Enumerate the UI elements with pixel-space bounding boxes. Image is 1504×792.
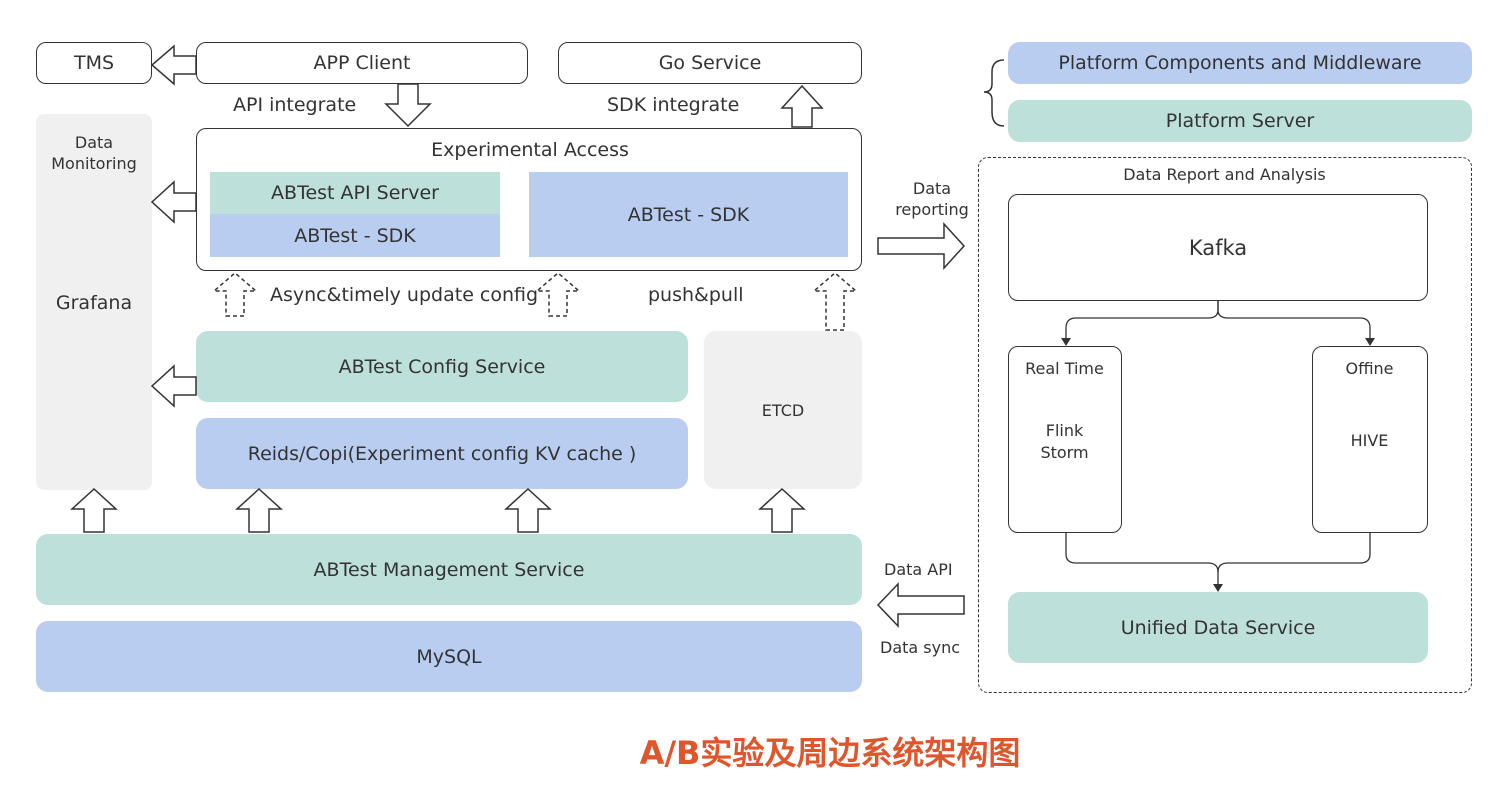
realtime-title: Real Time bbox=[1025, 359, 1104, 378]
realtime-to-unified-line bbox=[1065, 533, 1219, 586]
offline-title: Offine bbox=[1345, 359, 1394, 378]
realtime-engines: Flink Storm bbox=[1040, 421, 1089, 462]
offline-engine: HIVE bbox=[1350, 431, 1389, 450]
experimental-access-title: Experimental Access bbox=[431, 139, 629, 161]
data-monitoring-title: Data Monitoring bbox=[51, 133, 137, 173]
arrow-app-to-tms bbox=[150, 44, 197, 86]
realtime-box: Real Time Flink Storm bbox=[1008, 346, 1122, 533]
arrow-async-right bbox=[534, 272, 582, 317]
abtest-sdk-right-label: ABTest - SDK bbox=[627, 203, 750, 226]
tms-label: TMS bbox=[73, 52, 115, 74]
data-api-label: Data API bbox=[884, 560, 953, 579]
arrowhead-realtime bbox=[1061, 338, 1071, 346]
abtest-management-service: ABTest Management Service bbox=[36, 534, 862, 605]
abtest-api-server: ABTest API Server bbox=[210, 172, 500, 214]
kv-cache-label: Reids/Copi(Experiment config KV cache ) bbox=[247, 442, 637, 465]
api-integrate-label: API integrate bbox=[233, 94, 357, 116]
data-reporting-label: Data reporting bbox=[895, 179, 969, 219]
offline-to-unified-line bbox=[1217, 533, 1371, 573]
arrow-mgmt-to-etcd bbox=[758, 487, 806, 533]
abtest-sdk-left-label: ABTest - SDK bbox=[294, 224, 416, 247]
arrow-api-integrate bbox=[384, 83, 432, 128]
abtest-sdk-right: ABTest - SDK bbox=[529, 172, 848, 257]
abtest-config-service: ABTest Config Service bbox=[196, 331, 688, 402]
arrow-mgmt-to-monitoring bbox=[70, 487, 118, 533]
async-update-label: Async&timely update config bbox=[270, 284, 539, 306]
diagram-caption: A/B实验及周边系统架构图 bbox=[639, 734, 1021, 772]
mysql-box: MySQL bbox=[36, 621, 862, 692]
arrow-mgmt-to-cache-right bbox=[504, 487, 552, 533]
app-client-label: APP Client bbox=[313, 52, 411, 74]
arrow-data-reporting bbox=[877, 222, 966, 270]
legend-platform-server-label: Platform Server bbox=[1165, 110, 1315, 132]
kafka-box: Kafka bbox=[1008, 194, 1428, 301]
abtest-sdk-left: ABTest - SDK bbox=[210, 214, 500, 257]
legend-platform-components: Platform Components and Middleware bbox=[1008, 42, 1472, 84]
legend-platform-server: Platform Server bbox=[1008, 100, 1472, 142]
legend-platform-components-label: Platform Components and Middleware bbox=[1058, 52, 1422, 74]
go-service-box: Go Service bbox=[558, 42, 862, 84]
arrowhead-unified bbox=[1213, 584, 1223, 592]
data-sync-label: Data sync bbox=[880, 638, 961, 657]
abtest-config-service-label: ABTest Config Service bbox=[338, 355, 546, 378]
kafka-to-realtime-line bbox=[1065, 301, 1219, 340]
arrow-async-left bbox=[211, 272, 259, 317]
mysql-label: MySQL bbox=[416, 645, 482, 668]
app-client-box: APP Client bbox=[196, 42, 528, 84]
arrow-mgmt-to-cache-left bbox=[235, 487, 283, 533]
data-report-analysis-title: Data Report and Analysis bbox=[1123, 165, 1326, 184]
tms-box: TMS bbox=[36, 42, 152, 84]
arrow-sdk-integrate bbox=[780, 84, 824, 128]
grafana-label: Grafana bbox=[55, 292, 133, 314]
arrow-data-api-sync bbox=[876, 582, 965, 628]
arrow-push-pull bbox=[811, 272, 859, 331]
go-service-label: Go Service bbox=[658, 52, 762, 74]
arrow-config-to-monitoring bbox=[150, 364, 197, 408]
unified-data-service-label: Unified Data Service bbox=[1120, 616, 1316, 639]
etcd-box: ETCD bbox=[704, 331, 862, 489]
legend-brace bbox=[983, 59, 1005, 127]
kafka-label: Kafka bbox=[1188, 235, 1248, 260]
unified-data-service: Unified Data Service bbox=[1008, 592, 1428, 663]
offline-box: Offine HIVE bbox=[1312, 346, 1428, 533]
etcd-label: ETCD bbox=[761, 400, 805, 420]
kafka-to-offline-line bbox=[1217, 301, 1371, 340]
kv-cache: Reids/Copi(Experiment config KV cache ) bbox=[196, 418, 688, 489]
sdk-integrate-label: SDK integrate bbox=[607, 94, 740, 116]
arrow-access-to-monitoring bbox=[150, 180, 197, 224]
abtest-management-service-label: ABTest Management Service bbox=[313, 558, 585, 581]
push-pull-label: push&pull bbox=[648, 284, 744, 306]
data-report-analysis-panel: Data Report and Analysis bbox=[978, 157, 1472, 693]
arrowhead-offline bbox=[1365, 338, 1375, 346]
data-monitoring-panel: Data Monitoring Grafana bbox=[36, 114, 152, 490]
abtest-api-server-label: ABTest API Server bbox=[271, 182, 439, 204]
